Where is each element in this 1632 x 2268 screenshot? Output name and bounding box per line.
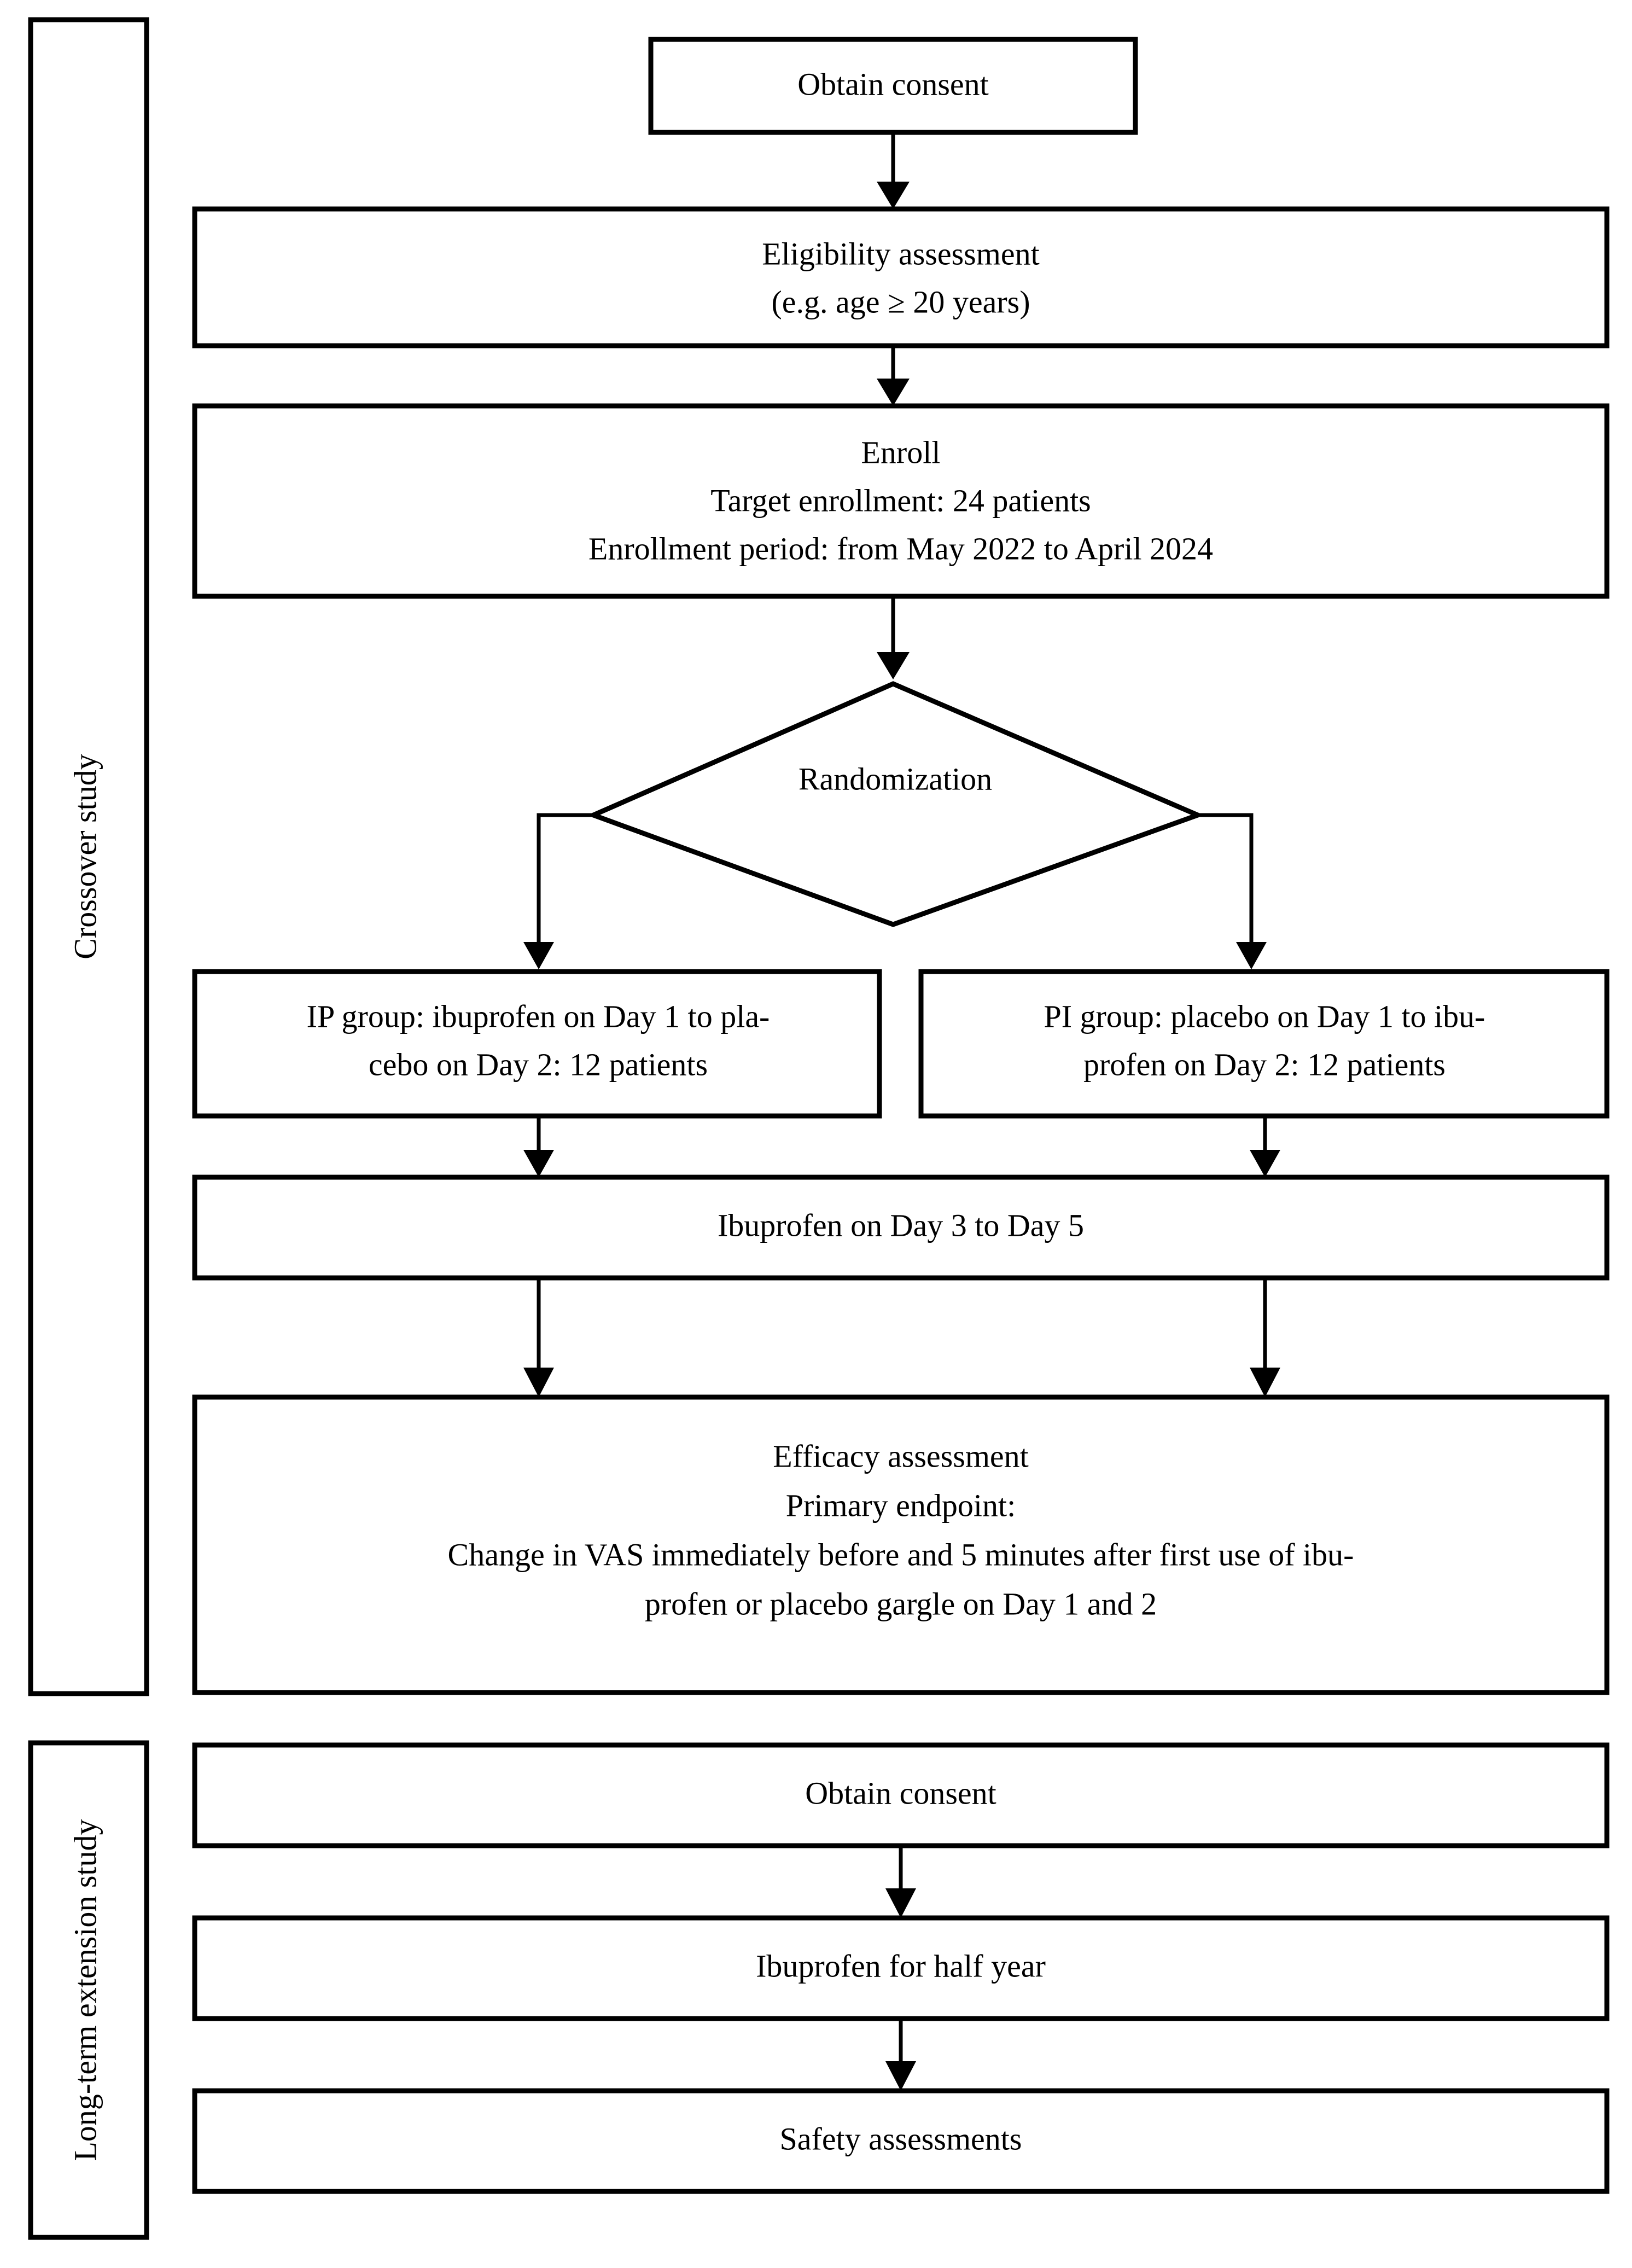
arrow-down-icon — [877, 182, 910, 209]
section-bracket-extension: Long-term extension study — [28, 1740, 149, 2240]
edge-consent-to-eligibility — [877, 135, 910, 209]
ip-group-line-1: IP group: ibuprofen on Day 1 to pla- — [307, 998, 770, 1034]
safety-assessments-box[interactable] — [192, 2088, 1610, 2194]
enroll-box[interactable] — [192, 403, 1610, 599]
section-bracket-crossover: Crossover study — [28, 17, 149, 1696]
crossover-bracket-rect — [28, 17, 149, 1696]
eligibility-assessment-line-2: (e.g. age ≥ 20 years) — [771, 284, 1030, 319]
efficacy-line-2: Primary endpoint: — [786, 1487, 1016, 1523]
ip-group-line-2: cebo on Day 2: 12 patients — [369, 1046, 708, 1082]
efficacy-line-4: profen or placebo gargle on Day 1 and 2 — [645, 1586, 1157, 1621]
pi-group-box[interactable] — [918, 969, 1610, 1119]
extension-bracket-rect — [28, 1740, 149, 2240]
randomization-label: Randomization — [798, 761, 992, 796]
arrow-down-icon — [877, 652, 910, 679]
enroll-line-1: Enroll — [861, 434, 941, 470]
arrow-down-icon — [885, 1888, 916, 1918]
arrow-down-icon — [1250, 1368, 1280, 1397]
ip-group-box[interactable] — [192, 969, 882, 1119]
node-eligibility-assessment[interactable]: Eligibility assessment (e.g. age ≥ 20 ye… — [192, 206, 1610, 348]
node-ip-group[interactable]: IP group: ibuprofen on Day 1 to pla- ceb… — [192, 969, 882, 1119]
ibuprofen-day3-day5-box[interactable] — [192, 1174, 1610, 1281]
safety-assessments-label: Safety assessments — [780, 2121, 1022, 2156]
edge-enroll-to-randomization — [877, 598, 910, 679]
obtain-consent-top-box[interactable] — [648, 37, 1138, 135]
edge-pi-group-to-ibuprofen-day3-5 — [1250, 1118, 1280, 1177]
edge-eligibility-to-enroll — [877, 348, 910, 406]
ibuprofen-half-year-box[interactable] — [192, 1915, 1610, 2021]
edge-ibuprofen-to-efficacy-left — [523, 1280, 554, 1397]
efficacy-assessment-box[interactable] — [192, 1394, 1610, 1695]
long-term-extension-study-label: Long-term extension study — [67, 1819, 103, 2161]
edge-elbow-right — [1198, 813, 1254, 946]
arrow-down-icon — [877, 379, 910, 406]
node-pi-group[interactable]: PI group: placebo on Day 1 to ibu- profe… — [918, 969, 1610, 1119]
obtain-consent-top-label: Obtain consent — [797, 66, 989, 102]
edge-randomization-to-ip-group — [523, 813, 593, 969]
node-ibuprofen-day3-to-day5[interactable]: Ibuprofen on Day 3 to Day 5 — [192, 1174, 1610, 1281]
obtain-consent-extension-box[interactable] — [192, 1742, 1610, 1848]
ibuprofen-half-year-label: Ibuprofen for half year — [756, 1948, 1046, 1984]
crossover-study-label: Crossover study — [67, 754, 103, 959]
edge-elbow-left — [537, 813, 593, 946]
edge-randomization-to-pi-group — [1198, 813, 1267, 969]
node-obtain-consent-top[interactable]: Obtain consent — [648, 37, 1138, 135]
node-ibuprofen-half-year[interactable]: Ibuprofen for half year — [192, 1915, 1610, 2021]
obtain-consent-extension-label: Obtain consent — [805, 1775, 996, 1811]
arrow-down-icon — [885, 2061, 916, 2091]
edge-consent-ext-to-half-year — [885, 1848, 916, 1918]
eligibility-assessment-line-1: Eligibility assessment — [762, 236, 1039, 271]
arrow-down-icon — [523, 1150, 554, 1177]
node-efficacy-assessment[interactable]: Efficacy assessment Primary endpoint: Ch… — [192, 1394, 1610, 1695]
enroll-line-3: Enrollment period: from May 2022 to Apri… — [588, 531, 1213, 566]
ibuprofen-day3-day5-label: Ibuprofen on Day 3 to Day 5 — [718, 1207, 1084, 1243]
eligibility-assessment-box[interactable] — [192, 206, 1610, 348]
arrow-down-icon — [523, 942, 554, 969]
enroll-line-2: Target enrollment: 24 patients — [710, 482, 1091, 518]
efficacy-line-3: Change in VAS immediately before and 5 m… — [448, 1537, 1354, 1572]
efficacy-line-1: Efficacy assessment — [773, 1438, 1029, 1474]
arrow-down-icon — [1250, 1150, 1280, 1177]
node-safety-assessments[interactable]: Safety assessments — [192, 2088, 1610, 2194]
randomization-diamond[interactable] — [586, 681, 1205, 927]
node-enroll[interactable]: Enroll Target enrollment: 24 patients En… — [192, 403, 1610, 599]
node-obtain-consent-extension[interactable]: Obtain consent — [192, 1742, 1610, 1848]
edge-ip-group-to-ibuprofen-day3-5 — [523, 1118, 554, 1177]
node-randomization[interactable]: Randomization — [586, 681, 1205, 927]
arrow-down-icon — [523, 1368, 554, 1397]
pi-group-line-2: profen on Day 2: 12 patients — [1083, 1046, 1446, 1082]
arrow-down-icon — [1236, 942, 1267, 969]
pi-group-line-1: PI group: placebo on Day 1 to ibu- — [1044, 998, 1485, 1034]
edge-ibuprofen-to-efficacy-right — [1250, 1280, 1280, 1397]
edge-half-year-to-safety — [885, 2021, 916, 2091]
